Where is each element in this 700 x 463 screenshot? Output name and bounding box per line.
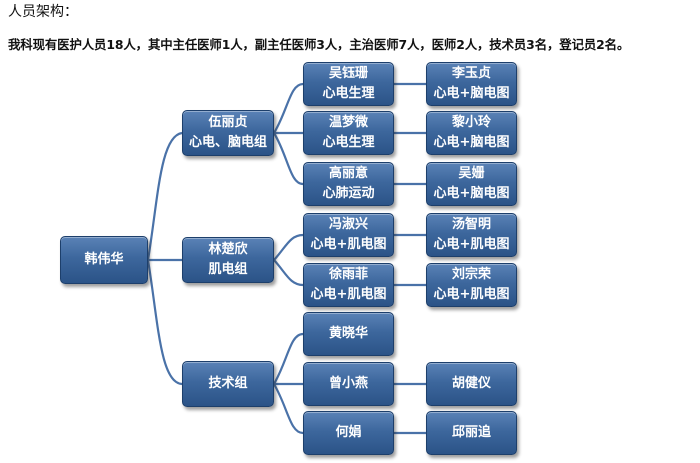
- sub-member-name: 李玉贞: [451, 66, 491, 81]
- member-node-2: 温梦微 心电生理: [303, 111, 394, 155]
- group-node-3: 技术组: [182, 361, 274, 407]
- sub-member-role: 心电+脑电图: [433, 86, 510, 101]
- member-role: 心电+肌电图: [310, 237, 387, 252]
- member-node-6: 黄晓华: [303, 312, 394, 356]
- member-node-8: 何娟: [303, 411, 394, 455]
- member-node-5: 徐雨菲 心电+肌电图: [303, 263, 394, 307]
- connector-group-2-member-5: [273, 259, 304, 287]
- root-node: 韩伟华: [60, 236, 148, 284]
- sub-member-role: 心电+肌电图: [433, 287, 510, 302]
- sub-member-name: 胡健仪: [451, 376, 491, 391]
- connector-group-3-member-6: [273, 332, 304, 385]
- sub-member-name: 刘宗荣: [451, 267, 491, 282]
- member-name: 吴钰珊: [328, 66, 368, 81]
- sub-member-node-7: 邱丽追: [426, 411, 517, 455]
- sub-member-role: 心电+脑电图: [433, 135, 510, 150]
- group-name: 林楚欣: [208, 242, 248, 257]
- sub-member-node-2: 黎小玲 心电+脑电图: [426, 111, 517, 155]
- sub-member-role: 心电+脑电图: [433, 186, 510, 201]
- sub-member-node-3: 吴姗 心电+脑电图: [426, 162, 517, 206]
- connector-group-1-member-3: [273, 132, 304, 186]
- member-node-4: 冯淑兴 心电+肌电图: [303, 213, 394, 257]
- group-node-2: 林楚欣 肌电组: [182, 237, 274, 283]
- connector-group-1-member-1: [273, 82, 304, 134]
- sub-member-name: 邱丽追: [451, 425, 491, 440]
- connector-group-2-member-4: [273, 233, 304, 261]
- member-name: 高丽意: [328, 166, 368, 181]
- sub-member-node-1: 李玉贞 心电+脑电图: [426, 62, 517, 106]
- member-role: 心肺运动: [322, 186, 375, 201]
- staff-description: 我科现有医护人员18人，其中主任医师1人，副主任医师3人，主治医师7人，医师2人…: [8, 37, 630, 52]
- sub-member-node-4: 汤智明 心电+肌电图: [426, 213, 517, 257]
- group-subtitle: 心电、脑电组: [188, 135, 267, 150]
- member-node-3: 高丽意 心肺运动: [303, 162, 394, 206]
- sub-member-name: 黎小玲: [451, 115, 491, 130]
- sub-member-role: 心电+肌电图: [433, 237, 510, 252]
- group-name: 伍丽贞: [208, 115, 248, 130]
- sub-member-name: 吴姗: [458, 166, 485, 181]
- group-node-1: 伍丽贞 心电、脑电组: [182, 110, 274, 156]
- root-name: 韩伟华: [84, 252, 124, 267]
- member-name: 何娟: [335, 425, 362, 440]
- member-name: 冯淑兴: [328, 217, 368, 232]
- sub-member-node-5: 刘宗荣 心电+肌电图: [426, 263, 517, 307]
- group-name: 技术组: [208, 376, 248, 391]
- member-name: 温梦微: [328, 115, 368, 130]
- member-role: 心电+肌电图: [310, 287, 387, 302]
- connector-group-3-member-8: [273, 383, 304, 435]
- member-name: 徐雨菲: [328, 267, 368, 282]
- member-role: 心电生理: [322, 86, 375, 101]
- connector-root-group-1: [146, 131, 183, 261]
- sub-member-name: 汤智明: [451, 217, 491, 232]
- sub-member-node-6: 胡健仪: [426, 362, 517, 406]
- connector-root-group-3: [146, 259, 183, 386]
- member-role: 心电生理: [322, 135, 375, 150]
- member-node-7: 曾小燕: [303, 362, 394, 406]
- section-heading: 人员架构：: [8, 4, 78, 20]
- member-name: 黄晓华: [328, 326, 368, 341]
- group-subtitle: 肌电组: [208, 262, 248, 277]
- member-node-1: 吴钰珊 心电生理: [303, 62, 394, 106]
- member-name: 曾小燕: [328, 376, 368, 391]
